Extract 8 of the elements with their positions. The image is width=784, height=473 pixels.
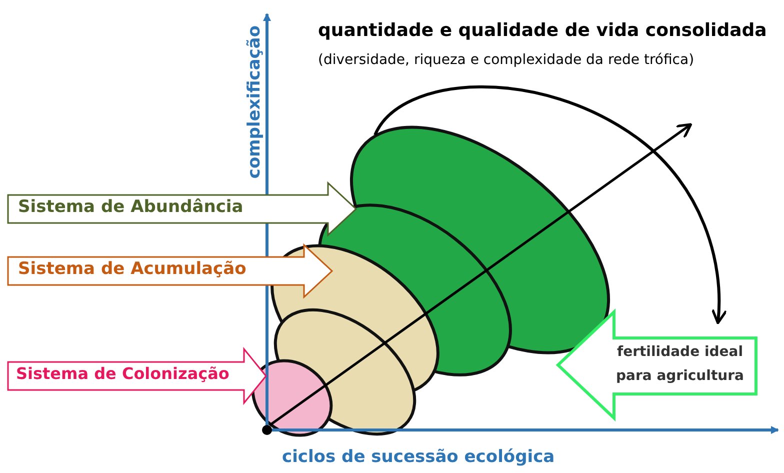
block-arrow-label: Sistema de Acumulação bbox=[18, 259, 246, 279]
subheading-text: (diversidade, riqueza e complexidade da rede trófica) bbox=[318, 52, 694, 68]
axis-label: ciclos de sucessão ecológica bbox=[282, 447, 555, 467]
block-arrow-label: Sistema de Abundância bbox=[18, 197, 244, 217]
block-arrow-label: fertilidade ideal para agricultura bbox=[615, 343, 745, 386]
axis-label: complexificação bbox=[244, 25, 264, 179]
heading-text: quantidade e qualidade de vida consolidada bbox=[318, 20, 767, 41]
block-arrow-label: Sistema de Colonização bbox=[16, 364, 230, 383]
